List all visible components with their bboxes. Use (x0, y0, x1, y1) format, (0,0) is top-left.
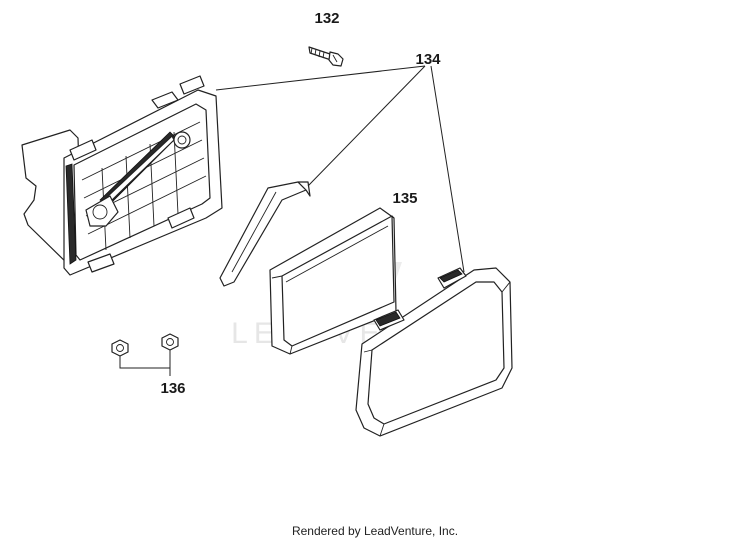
leader-134-gasket (307, 65, 426, 187)
leader-lines (119, 65, 465, 376)
part-134-gasket[interactable] (219, 181, 311, 287)
callout-134: 134 (415, 51, 441, 68)
footer-credit: Rendered by LeadVenture, Inc. (291, 524, 459, 538)
callout-135: 135 (392, 190, 417, 207)
leader-136 (119, 350, 171, 369)
part-132-screw[interactable] (308, 46, 344, 67)
callout-132: 132 (314, 10, 339, 27)
part-housing-base[interactable] (21, 75, 223, 276)
callout-136: 136 (160, 380, 185, 397)
part-136-nut-b[interactable] (161, 333, 179, 351)
leader-134-cover (430, 65, 465, 273)
part-136-nut-a[interactable] (111, 339, 129, 357)
part-134-cover[interactable] (355, 267, 513, 437)
leader-134-housing (215, 65, 426, 91)
